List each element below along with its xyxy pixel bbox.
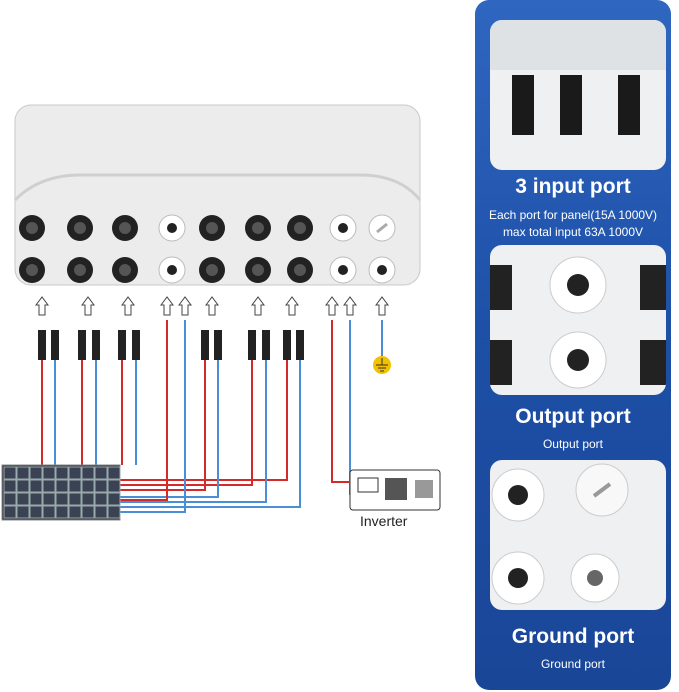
input-port-title: 3 input port xyxy=(515,175,631,198)
output-port-photo xyxy=(490,245,666,395)
arrow-up-icon xyxy=(160,296,174,316)
inverter-label: Inverter xyxy=(360,513,408,529)
ground-cap-port xyxy=(368,214,396,242)
cable-gland-port xyxy=(329,214,357,242)
arrow-up-icon xyxy=(81,296,95,316)
arrow-up-icon xyxy=(178,296,192,316)
arrow-up-icon xyxy=(121,296,135,316)
mc4-port xyxy=(112,215,138,241)
mc4-connector xyxy=(118,330,126,360)
mc4-port xyxy=(67,257,93,283)
cable-gland-port xyxy=(158,214,186,242)
mc4-connector xyxy=(283,330,291,360)
ground-icon xyxy=(373,356,391,374)
mc4-port xyxy=(19,257,45,283)
mc4-connector xyxy=(51,330,59,360)
mc4-connector xyxy=(201,330,209,360)
mc4-port xyxy=(245,257,271,283)
input-port-line2: max total input 63A 1000V xyxy=(502,225,644,239)
mc4-port xyxy=(287,257,313,283)
input-port-photo xyxy=(490,20,666,170)
mc4-connector xyxy=(248,330,256,360)
solar-panel xyxy=(1,464,121,521)
ground-port-photo xyxy=(490,460,666,610)
arrow-up-icon xyxy=(375,296,389,316)
arrow-up-icon xyxy=(251,296,265,316)
mc4-connector xyxy=(296,330,304,360)
input-port-line1: Each port for panel(15A 1000V) xyxy=(488,208,658,222)
output-port-title: Output port xyxy=(515,405,631,428)
mc4-port xyxy=(112,257,138,283)
arrow-up-icon xyxy=(343,296,357,316)
cable-gland-port xyxy=(158,256,186,284)
ground-port-title: Ground port xyxy=(511,625,635,648)
mc4-port xyxy=(199,257,225,283)
combiner-box xyxy=(13,104,422,286)
arrow-up-icon xyxy=(35,296,49,316)
mc4-connector xyxy=(214,330,222,360)
arrow-up-icon xyxy=(205,296,219,316)
feature-panel: 3 input port Each port for panel(15A 100… xyxy=(475,0,671,690)
mc4-connector xyxy=(132,330,140,360)
output-port-subtitle: Output port xyxy=(542,437,604,451)
mc4-connector xyxy=(92,330,100,360)
mc4-port xyxy=(67,215,93,241)
inverter xyxy=(349,469,441,511)
arrow-up-icon xyxy=(285,296,299,316)
arrow-up-icon xyxy=(325,296,339,316)
ground-port-subtitle: Ground port xyxy=(540,657,606,671)
mc4-connector xyxy=(38,330,46,360)
cable-gland-port xyxy=(329,256,357,284)
cable-gland-port xyxy=(368,256,396,284)
wiring-diagram xyxy=(1,104,441,521)
mc4-connector xyxy=(262,330,270,360)
mc4-connector xyxy=(78,330,86,360)
mc4-port xyxy=(199,215,225,241)
mc4-port xyxy=(245,215,271,241)
mc4-port xyxy=(287,215,313,241)
mc4-port xyxy=(19,215,45,241)
